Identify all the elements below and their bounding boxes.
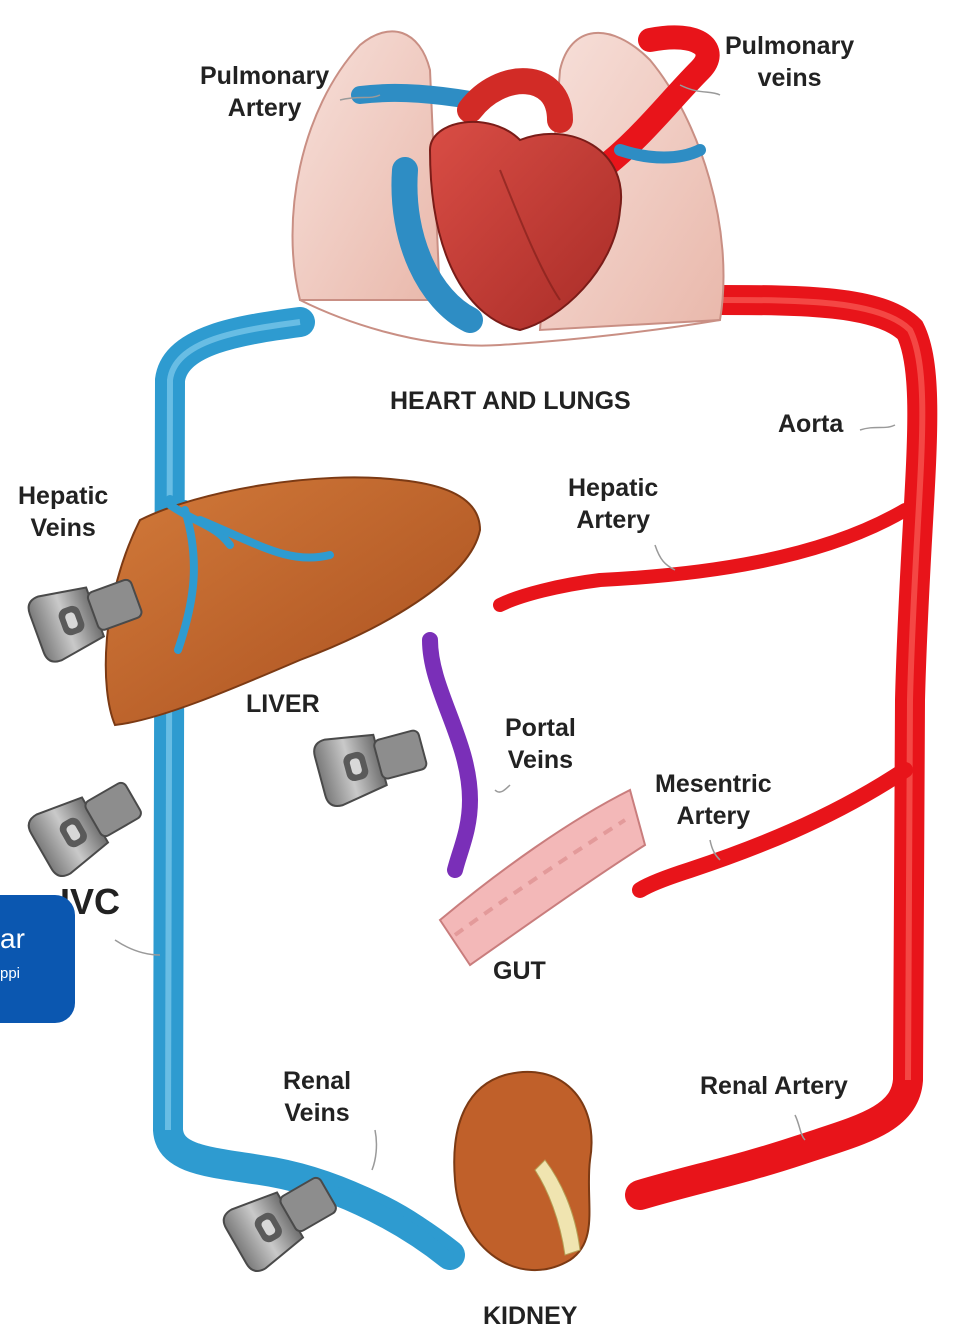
label-kidney: KIDNEY: [483, 1300, 577, 1332]
label-liver: LIVER: [246, 688, 320, 720]
label-renal-artery: Renal Artery: [700, 1070, 848, 1102]
label-aorta: Aorta: [778, 408, 843, 440]
label-heart-and-lungs: HEART AND LUNGS: [390, 385, 631, 417]
portal-vein-vessel: [430, 640, 470, 870]
ultrasound-probe-icon: [311, 716, 431, 809]
ultrasound-probe-icon: [24, 769, 150, 881]
hepatic-artery-vessel: [500, 510, 905, 605]
side-badge: ar ppi: [0, 895, 75, 1023]
side-badge-title: ar: [0, 923, 25, 955]
side-badge-subtitle: ppi: [0, 965, 20, 982]
kidney-shape: [454, 1072, 591, 1270]
label-gut: GUT: [493, 955, 546, 987]
